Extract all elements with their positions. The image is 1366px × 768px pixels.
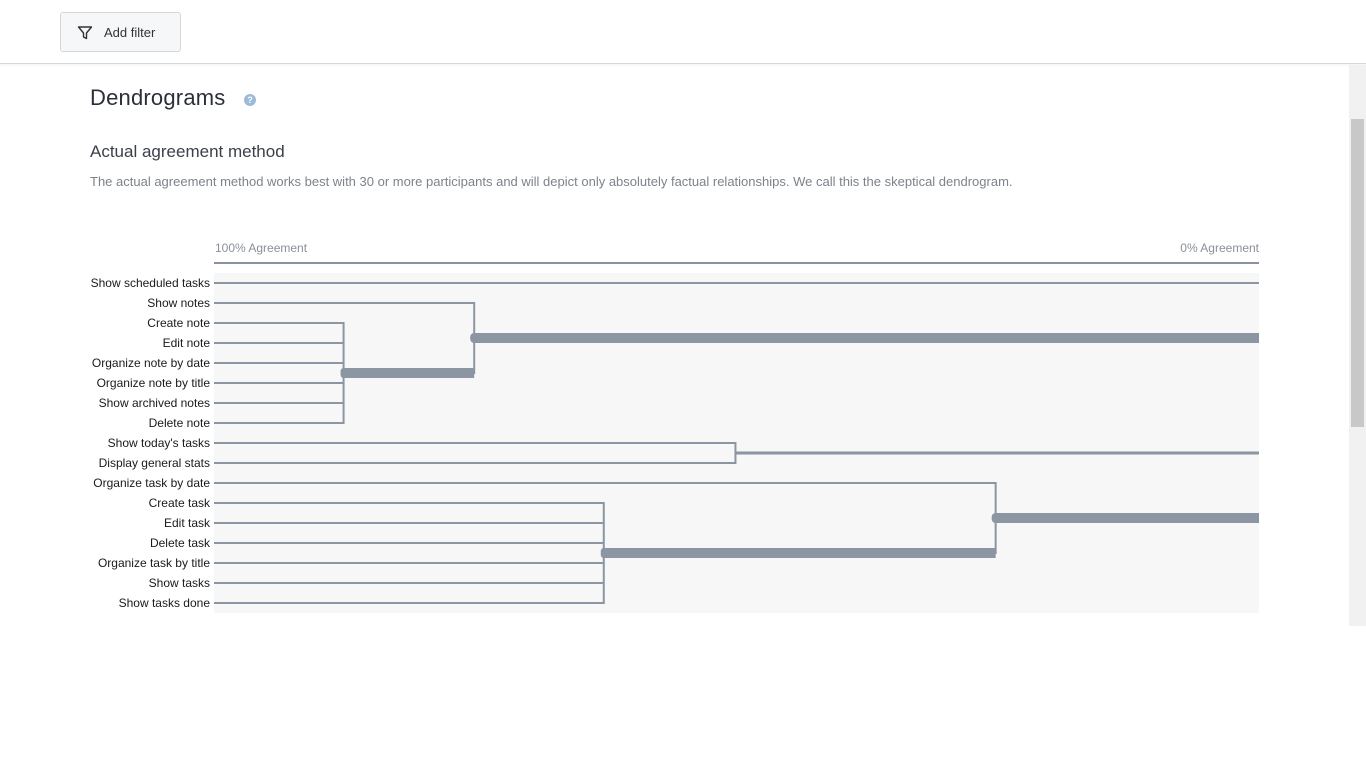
leaf-label: Display general stats (98, 456, 210, 470)
leaf-label: Show tasks (148, 576, 210, 590)
leaf-label: Show notes (147, 296, 210, 310)
top-toolbar: Add filter (0, 0, 1366, 64)
axis-label-right: 0% Agreement (1180, 241, 1259, 255)
leaf-label: Create note (147, 316, 210, 330)
cluster-node (470, 333, 481, 343)
leaf-label: Organize note by date (91, 356, 210, 370)
leaf-label: Edit note (162, 336, 210, 350)
cluster-node (991, 513, 1002, 523)
leaf-label: Show scheduled tasks (90, 276, 210, 290)
leaf-label: Organize task by date (93, 476, 210, 490)
axis-label-left: 100% Agreement (215, 241, 308, 255)
leaf-label: Organize note by title (96, 376, 210, 390)
vertical-scrollbar[interactable] (1349, 65, 1366, 626)
leaf-label: Show today's tasks (107, 436, 210, 450)
add-filter-label: Add filter (104, 25, 156, 40)
page-title: Dendrograms (90, 85, 226, 110)
add-filter-button[interactable]: Add filter (60, 12, 181, 52)
leaf-label: Show archived notes (98, 396, 210, 410)
leaf-label: Show tasks done (118, 596, 210, 610)
leaf-label: Create task (148, 496, 210, 510)
leaf-label: Delete note (148, 416, 210, 430)
section-description: The actual agreement method works best w… (90, 174, 1013, 189)
leaf-label: Edit task (163, 516, 210, 530)
scrollbar-thumb[interactable] (1351, 119, 1364, 427)
help-icon[interactable]: ? (244, 94, 256, 106)
leaf-label: Organize task by title (97, 556, 210, 570)
axis-line (214, 262, 1259, 264)
filter-funnel-icon (77, 26, 93, 40)
section-subtitle: Actual agreement method (90, 142, 285, 161)
leaf-label: Delete task (149, 536, 210, 550)
